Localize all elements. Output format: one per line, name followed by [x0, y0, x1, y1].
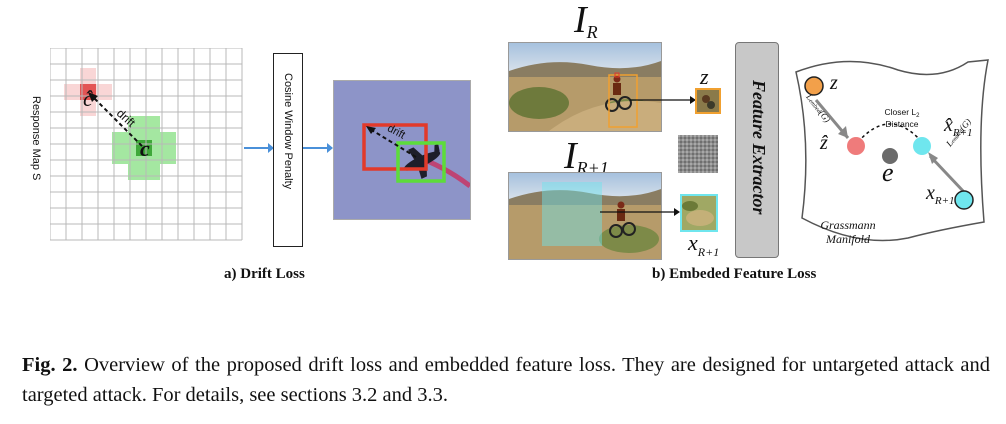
arrow-to-image	[303, 143, 333, 153]
z-hat-node	[847, 137, 865, 155]
response-map-label: Response Map S	[30, 96, 42, 181]
manifold-x-label: xR+1	[926, 182, 955, 207]
grassmann-label: Grassmann Manifold	[820, 218, 876, 246]
target-box-top	[608, 74, 638, 128]
ir-label: IR	[574, 0, 598, 42]
frame-ir-image	[508, 42, 662, 132]
figure-label: Fig. 2.	[22, 354, 78, 376]
grassmann-manifold	[795, 59, 989, 242]
noise-patch	[678, 135, 718, 173]
x-hat-node	[913, 137, 931, 155]
panel-a-caption: a) Drift Loss	[224, 266, 305, 282]
manifold-x-hat-label: x̂R+1	[944, 114, 973, 139]
panel-b-caption: b) Embeded Feature Loss	[652, 266, 817, 282]
e-node	[882, 148, 898, 164]
arrow-to-z	[630, 96, 696, 104]
cosine-window-penalty-box	[273, 53, 303, 247]
x-label: xR+1	[688, 230, 720, 259]
feature-extractor-box	[735, 42, 779, 258]
drift-arrow	[91, 95, 143, 147]
arrow-to-penalty	[244, 143, 274, 153]
cosine-window-penalty-label: Cosine Window Penalty	[282, 73, 294, 190]
c-hat-symbol: ĉ	[83, 86, 93, 111]
figure-caption-text: Overview of the proposed drift loss and …	[22, 354, 991, 406]
x-crop	[680, 194, 718, 232]
z-crop	[695, 88, 721, 114]
drift-arrowhead	[88, 92, 98, 102]
green-box	[396, 141, 446, 183]
frame-ir1-image	[508, 172, 662, 260]
manifold-z-hat-label: ẑ	[820, 132, 828, 154]
response-map-grid	[50, 48, 243, 241]
figure-caption: Fig. 2. Overview of the proposed drift l…	[22, 350, 990, 410]
closer-distance-label: Closer L2 Distance	[884, 107, 920, 129]
manifold-e-label: e	[882, 158, 894, 187]
z-label: z	[700, 64, 709, 89]
feature-extractor-label: Feature Extractor	[749, 80, 769, 215]
red-box	[362, 123, 428, 171]
closer-distance-curve	[857, 123, 923, 143]
x-node	[954, 190, 974, 210]
manifold-z-label: z	[830, 72, 838, 94]
z-node	[804, 76, 824, 96]
airplane-image	[333, 80, 471, 220]
arrow-to-x	[600, 208, 680, 216]
search-region-box	[542, 182, 602, 246]
image-drift-arrow	[369, 128, 417, 158]
c-symbol: c	[140, 136, 150, 161]
cyclist-icon-bottom	[609, 201, 636, 238]
embed-arrow-right	[928, 154, 966, 194]
